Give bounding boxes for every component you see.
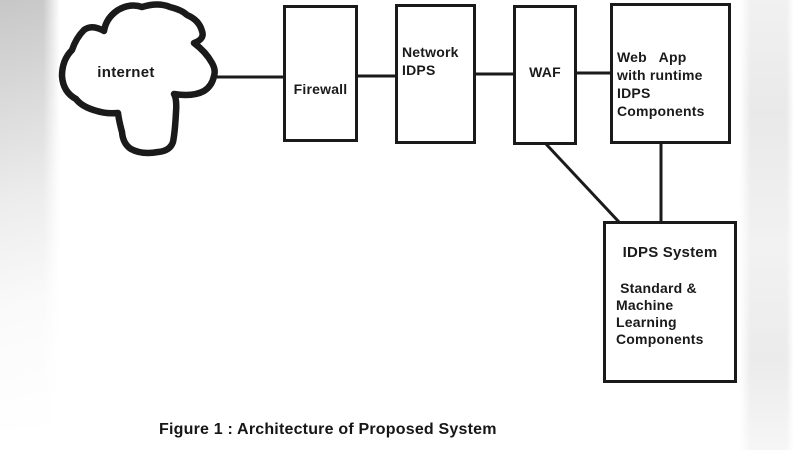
- left-edge-shading: [0, 0, 60, 430]
- node-firewall-label: Firewall: [293, 81, 348, 97]
- node-idps-system: IDPS System Standard & Machine Learning …: [603, 221, 737, 383]
- node-internet-label: internet: [97, 64, 155, 81]
- node-firewall: Firewall: [283, 5, 358, 142]
- node-idps-system-title: IDPS System: [622, 244, 718, 261]
- edge-waf-idps-system: [544, 142, 621, 224]
- node-idps-system-components-label: Standard & Machine Learning Components: [616, 280, 704, 347]
- node-web-app-label: Web App with runtime IDPS Components: [617, 49, 705, 119]
- node-network-idps-label: Network IDPS: [402, 44, 459, 78]
- node-network-idps: Network IDPS: [395, 4, 476, 144]
- right-edge-shading: [740, 0, 794, 450]
- figure-caption: Figure 1 : Architecture of Proposed Syst…: [159, 421, 497, 438]
- node-waf-label: WAF: [529, 64, 561, 80]
- node-waf: WAF: [513, 5, 577, 145]
- node-web-app: Web App with runtime IDPS Components: [610, 3, 731, 144]
